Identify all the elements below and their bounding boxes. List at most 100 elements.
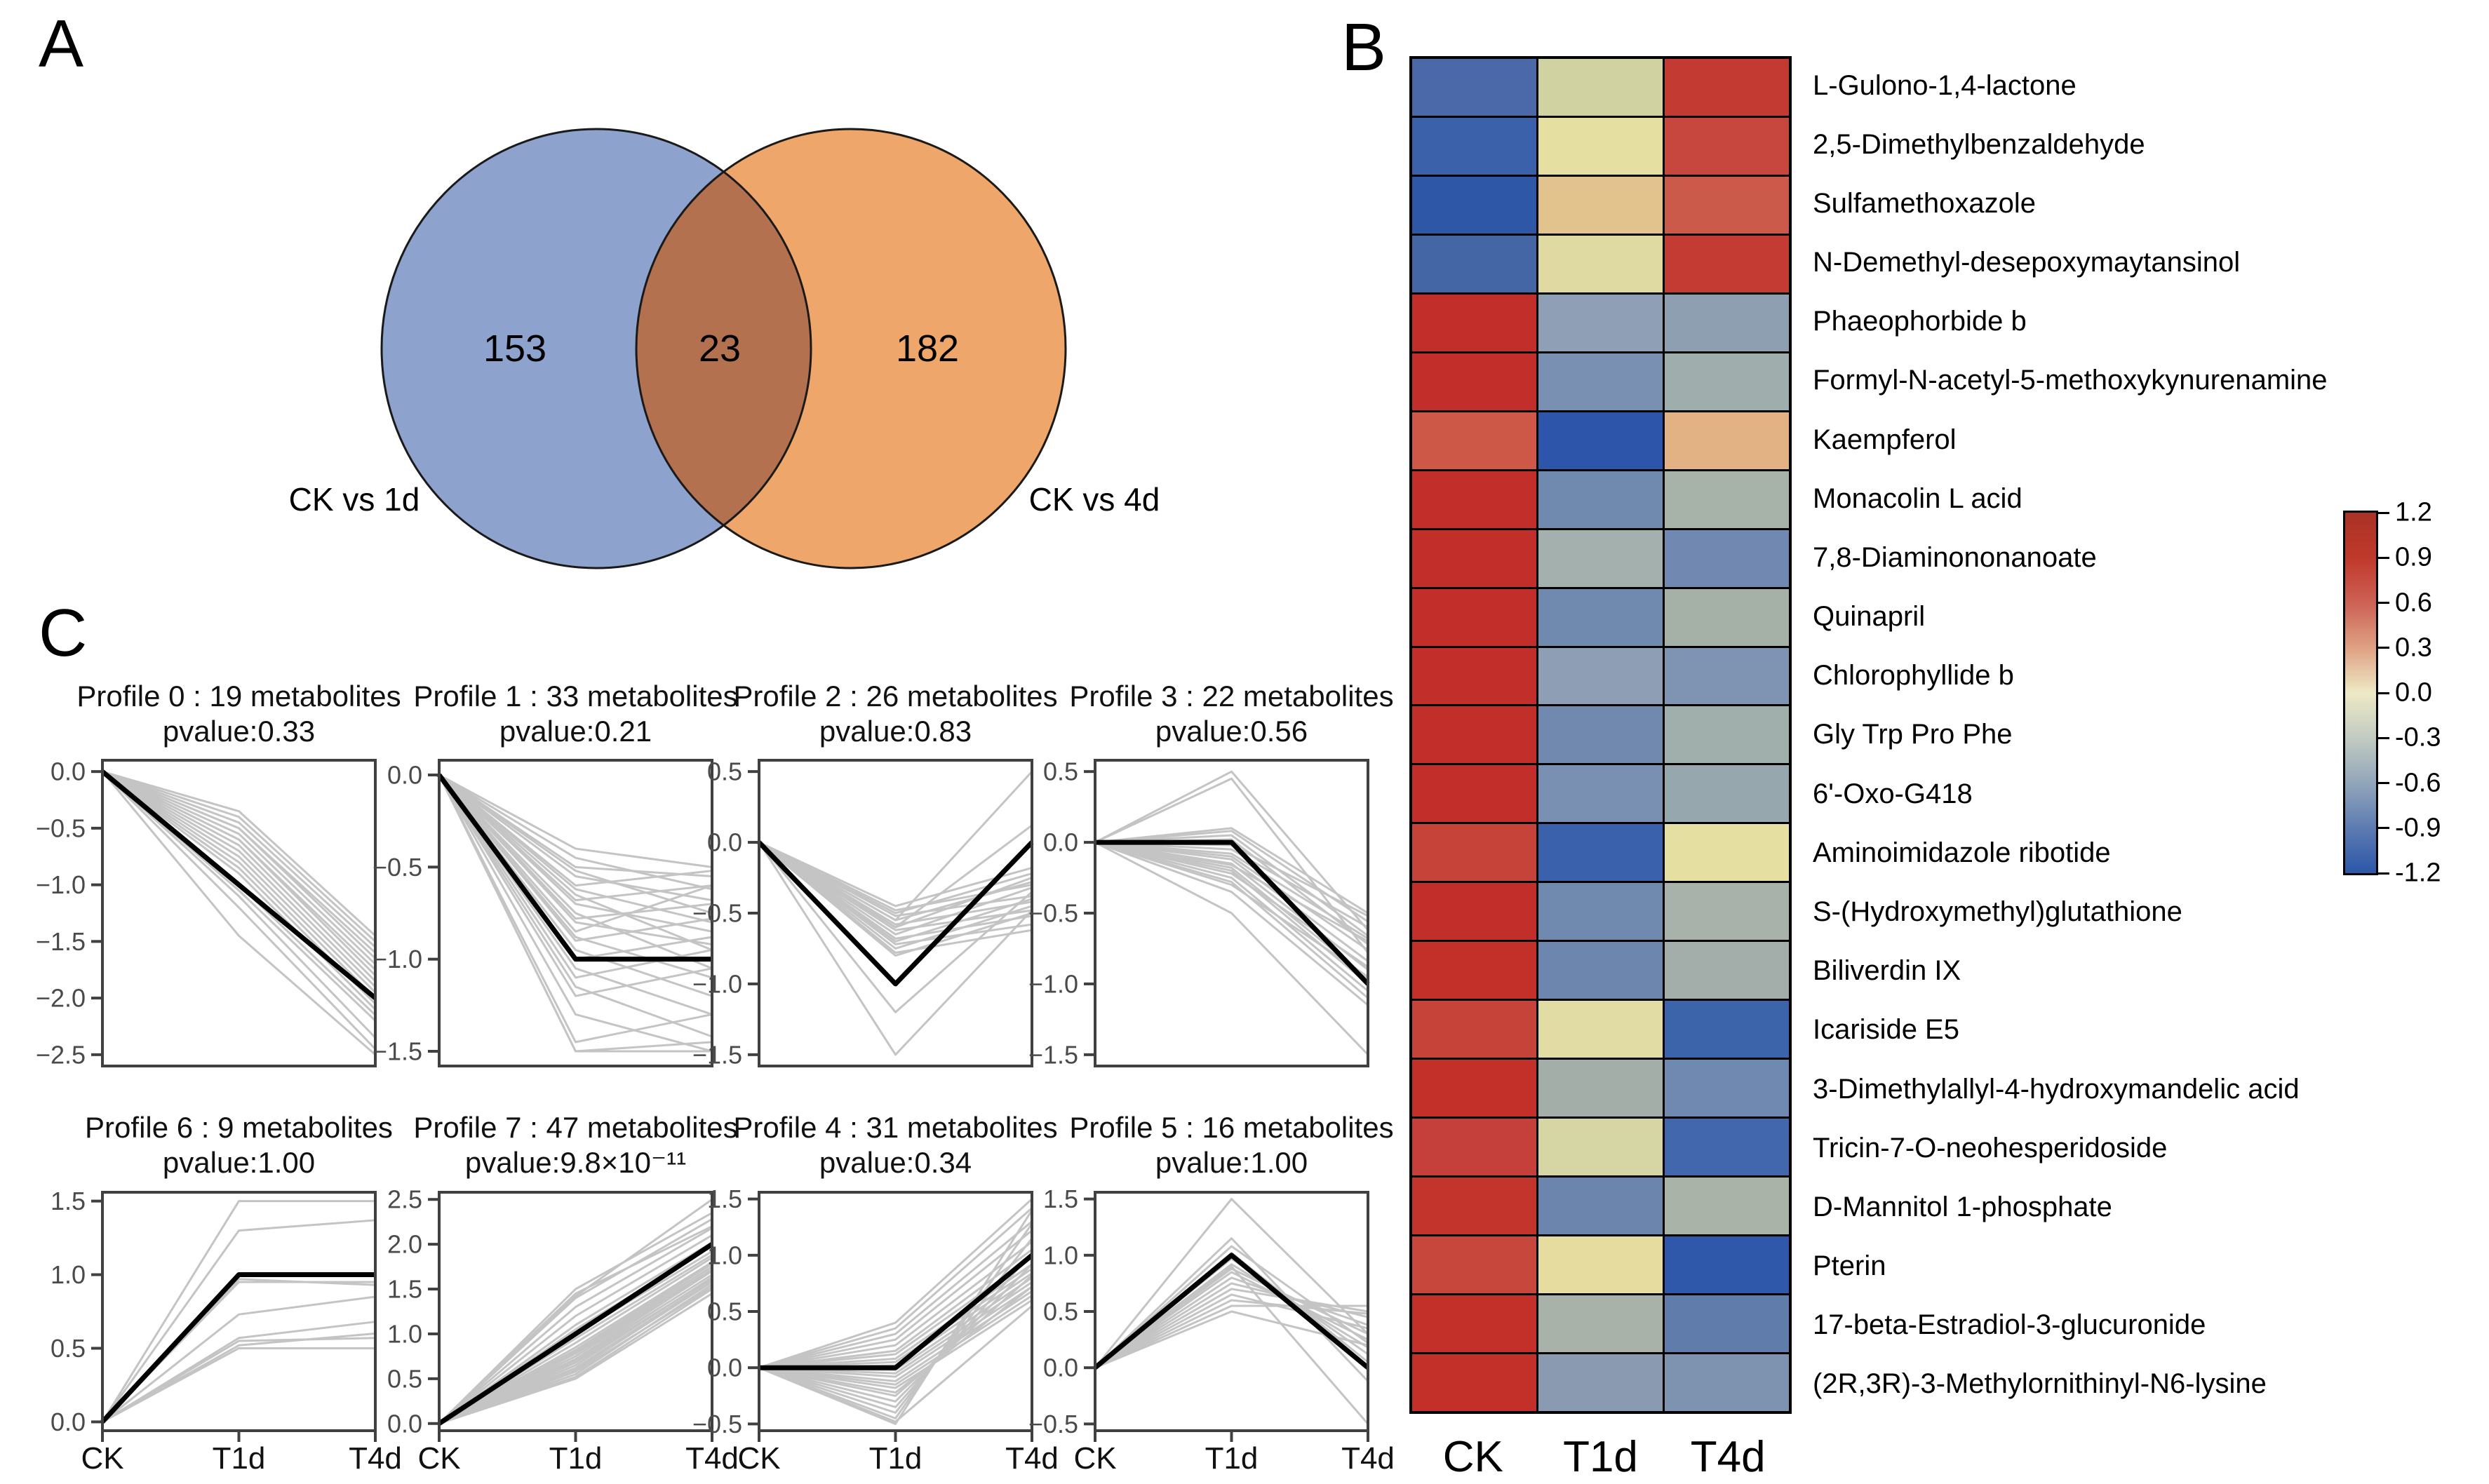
member-line (438, 774, 713, 970)
member-line (438, 1227, 713, 1424)
member-line (758, 1304, 1033, 1423)
member-line (438, 774, 713, 868)
colorbar-tick-label: 1.2 (2395, 497, 2432, 527)
heatmap-cell (1412, 1295, 1536, 1353)
heatmap-cell (1538, 1060, 1663, 1117)
member-line (1094, 1265, 1369, 1425)
member-line (758, 771, 1033, 922)
mean-line (437, 773, 712, 962)
y-tick-label: −0.5 (373, 853, 422, 882)
plot-border (438, 759, 713, 1067)
chart-title: Profile 2 : 26 metabolites (733, 680, 1058, 713)
member-line (438, 1212, 713, 1424)
heatmap-column-label: T1d (1563, 1433, 1638, 1481)
chart-title: Profile 6 : 9 metabolites (85, 1111, 393, 1144)
y-tick-label: 0.0 (707, 828, 742, 857)
heatmap-row-label: L-Gulono-1,4-lactone (1813, 69, 2077, 101)
heatmap-column-label: T4d (1690, 1433, 1766, 1481)
member-line (438, 774, 712, 1053)
member-line (758, 841, 1033, 936)
member-line (101, 771, 377, 1050)
colorbar-tick-label: 0.3 (2395, 633, 2432, 663)
colorbar-tick-label: -0.9 (2395, 813, 2441, 843)
heatmap-cell (1665, 765, 1789, 823)
heatmap-cell (1665, 942, 1789, 999)
heatmap-cell (1665, 1001, 1789, 1058)
y-tick-label: 1.5 (387, 1275, 422, 1304)
mean-line (438, 1242, 713, 1426)
profile-chart: 0.50.0−0.5−1.0−1.5 (692, 757, 1034, 1069)
member-line (1094, 1304, 1368, 1369)
x-tick-label: CK (1073, 1441, 1116, 1476)
member-line (101, 771, 377, 1039)
chart-pvalue: pvalue:1.00 (162, 1146, 316, 1179)
heatmap-cell (1412, 529, 1536, 587)
heatmap-cell (1412, 471, 1536, 528)
heatmap-cell (1412, 117, 1536, 175)
colorbar-gradient (2343, 511, 2378, 875)
heatmap-row-label: Chlorophyllide b (1813, 660, 2014, 692)
heatmap-cell (1538, 1236, 1663, 1294)
mean-line (100, 769, 377, 1000)
heatmap-cell (1412, 942, 1536, 999)
y-tick-label: 0.5 (1043, 1297, 1078, 1326)
y-tick-label: 0.0 (387, 1409, 422, 1438)
heatmap-cell (1665, 1354, 1789, 1411)
chart-title: Profile 0 : 19 metabolites (76, 680, 401, 713)
heatmap-grid (1409, 56, 1792, 1414)
member-line (438, 774, 713, 902)
chart-title: Profile 5 : 16 metabolites (1069, 1111, 1394, 1144)
y-tick-label: 0.5 (1043, 757, 1078, 786)
chart-pvalue: pvalue:0.33 (162, 715, 316, 748)
member-line (102, 770, 377, 943)
heatmap-cell (1665, 1236, 1789, 1294)
member-line (438, 1234, 713, 1424)
y-tick-label: 1.0 (387, 1319, 422, 1348)
colorbar-tick-mark (2378, 602, 2389, 604)
member-line (758, 841, 1033, 955)
y-tick-label: 2.0 (387, 1230, 422, 1259)
y-tick-label: 2.5 (387, 1189, 422, 1214)
y-tick-label: 0.0 (51, 757, 86, 786)
panel-b-label: B (1341, 10, 1387, 85)
member-line (1094, 1293, 1369, 1369)
heatmap-cell (1412, 59, 1536, 116)
venn-right-label: CK vs 4d (1029, 481, 1160, 518)
y-tick-label: −1.5 (1028, 1040, 1078, 1069)
heatmap-cell (1665, 353, 1789, 410)
chart-pvalue: pvalue:0.83 (819, 715, 972, 748)
colorbar-tick-mark (2378, 511, 2389, 514)
member-line (1094, 841, 1369, 1055)
colorbar-tick-label: 0.9 (2395, 542, 2432, 572)
chart-pvalue: pvalue:9.8×10⁻¹¹ (464, 1146, 687, 1179)
y-tick-label: −1.0 (692, 969, 742, 998)
y-tick-label: −0.5 (36, 814, 86, 842)
x-tick-label: CK (417, 1441, 460, 1476)
venn-right-outline (635, 128, 1067, 569)
heatmap-cell (1412, 765, 1536, 823)
heatmap-cell (1538, 471, 1663, 528)
colorbar-tick-label: -1.2 (2395, 858, 2441, 888)
heatmap-cell (1665, 412, 1789, 469)
y-tick-label: −0.5 (1028, 1410, 1078, 1438)
member-line (102, 770, 377, 1011)
member-line (438, 1277, 713, 1425)
heatmap-cell (1538, 294, 1663, 351)
chart-pvalue: pvalue:0.21 (499, 715, 652, 748)
panel-a-label: A (39, 6, 84, 81)
heatmap-row-label: D-Mannitol 1-phosphate (1813, 1191, 2112, 1222)
heatmap-cell (1538, 59, 1663, 116)
y-tick-label: −1.5 (373, 1037, 422, 1065)
y-tick-label: 1.0 (51, 1260, 86, 1289)
member-line (1094, 1299, 1369, 1369)
x-tick-label: T1d (213, 1441, 266, 1476)
member-line (758, 841, 1033, 957)
colorbar-tick-label: -0.6 (2395, 768, 2441, 797)
member-line (438, 774, 713, 933)
member-line (101, 1219, 376, 1423)
x-tick-label: CK (737, 1441, 780, 1476)
